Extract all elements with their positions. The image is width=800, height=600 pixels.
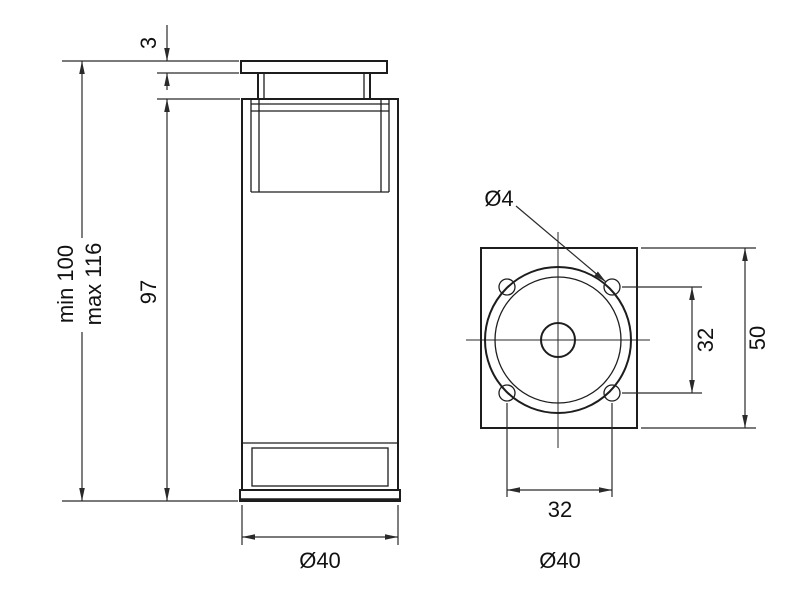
ext-lines-plate-size	[641, 247, 756, 429]
body-outline	[241, 98, 399, 491]
screw-hole-top-right	[603, 278, 621, 296]
dim-label-height-min: min 100	[53, 245, 78, 323]
dim-label-height-max: max 116	[81, 243, 106, 326]
neck-inner-lines	[263, 73, 365, 99]
ext-lines-diameter	[241, 505, 399, 545]
leader-hole-diameter	[515, 205, 607, 283]
center-hole	[540, 322, 576, 358]
bottom-insert-outline	[251, 447, 389, 487]
inner-tube-horizontals	[251, 103, 389, 193]
flange-outline	[240, 60, 388, 74]
dim-label-side-diameter: Ø40	[299, 548, 341, 573]
screw-hole-top-left	[498, 278, 516, 296]
dim-label-body-height: 97	[136, 280, 161, 304]
dim-label-flange-thickness: 3	[136, 37, 161, 49]
top-view: Ø4 32 50 32 Ø40	[466, 186, 770, 573]
dim-label-plate-size: 50	[745, 326, 770, 350]
dim-label-hole-diameter: Ø4	[484, 186, 513, 211]
dim-label-hole-spacing-v: 32	[693, 328, 718, 352]
inner-circle	[494, 276, 622, 404]
side-view: 3 min 100 max 116 97 Ø40	[53, 25, 401, 573]
screw-hole-bottom-left	[498, 384, 516, 402]
inner-tube-lines	[250, 99, 390, 192]
dim-label-top-diameter: Ø40	[539, 548, 581, 573]
outer-circle	[484, 266, 632, 414]
label-mask	[53, 238, 111, 332]
dim-label-hole-spacing-h: 32	[548, 497, 572, 522]
neck-outline	[257, 72, 371, 100]
screw-hole-bottom-right	[603, 384, 621, 402]
ext-lines-hole-spacing-v	[622, 286, 702, 394]
ext-lines-hole-spacing-h	[506, 403, 613, 497]
mounting-plate-outline	[480, 247, 638, 429]
